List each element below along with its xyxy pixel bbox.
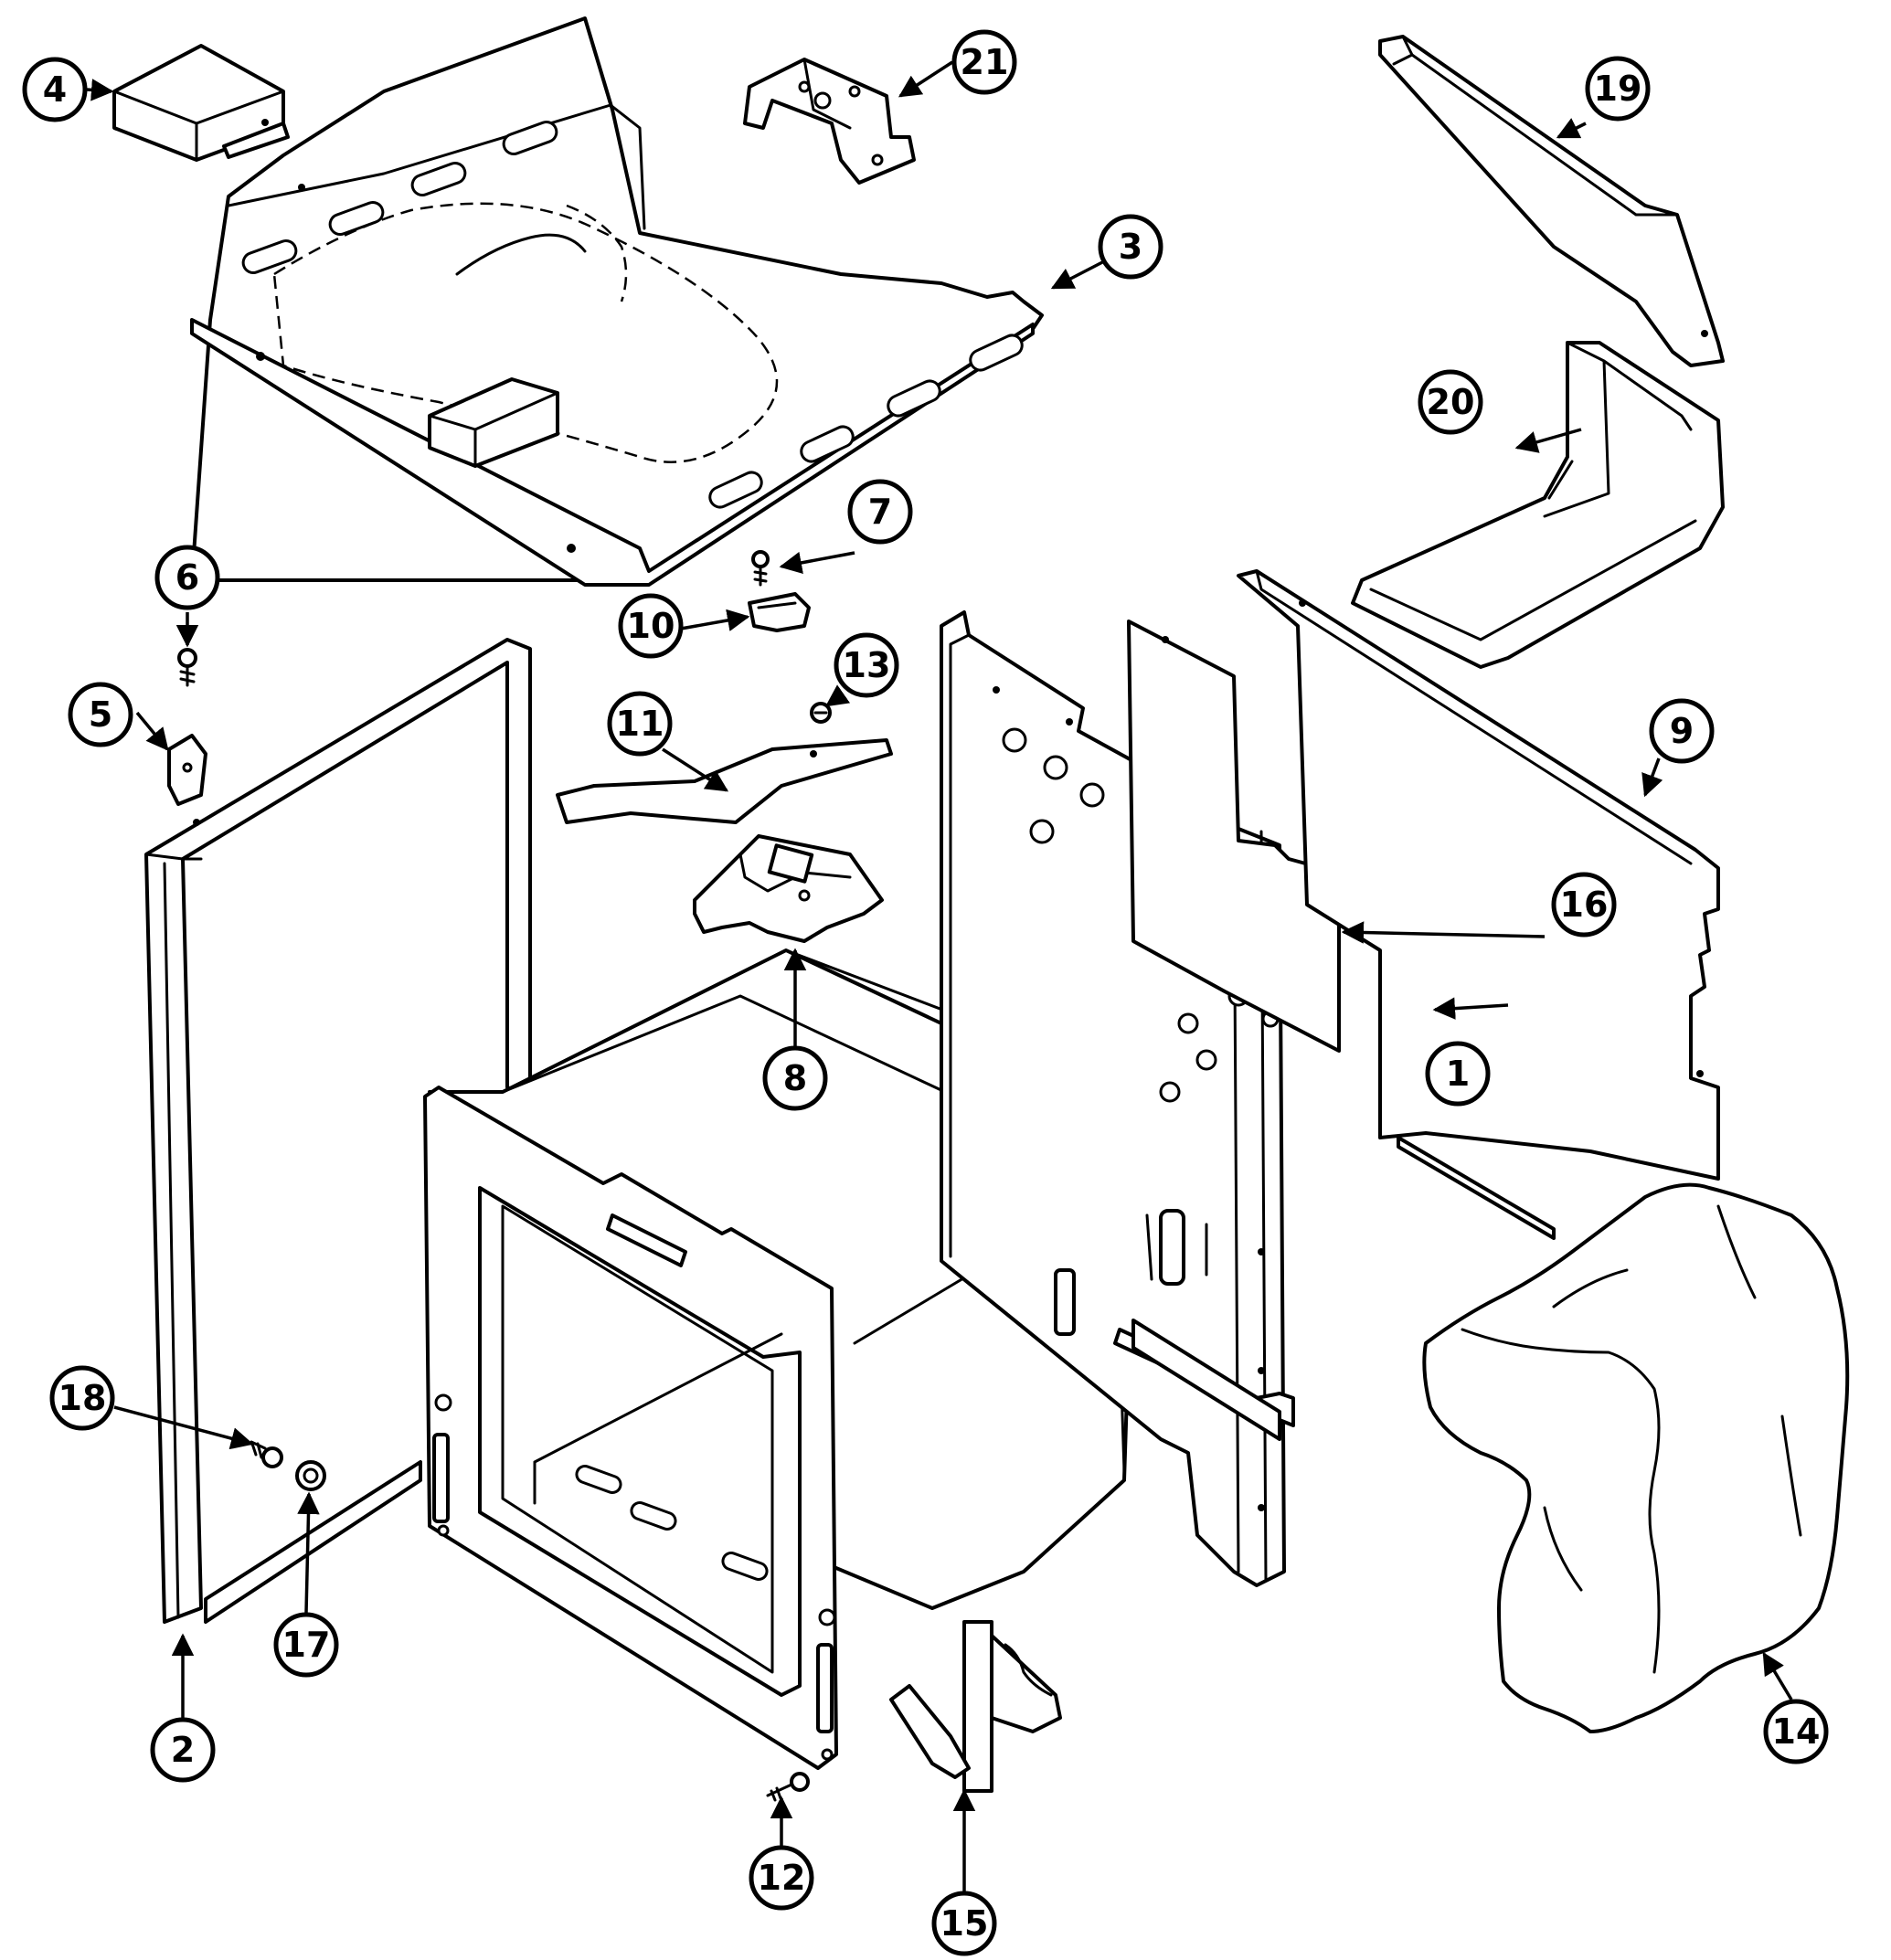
part-18-screw <box>250 1440 283 1468</box>
top-panel <box>190 16 1044 587</box>
lower-frame-rails <box>1131 1136 1556 1441</box>
callout-18: 18 <box>49 1365 115 1431</box>
part-6-screw <box>177 648 197 687</box>
svg-text:4: 4 <box>43 69 67 110</box>
part-10-latch-clip <box>748 592 811 632</box>
leader-lines <box>86 60 1793 1891</box>
svg-text:3: 3 <box>1119 227 1142 267</box>
callout-11: 11 <box>607 691 673 757</box>
callout-19: 19 <box>1585 56 1651 122</box>
svg-text:21: 21 <box>961 42 1009 82</box>
callout-12: 12 <box>749 1845 814 1911</box>
part-15-hinge <box>889 1620 1062 1793</box>
callout-3: 3 <box>1098 214 1163 280</box>
svg-text:16: 16 <box>1560 885 1609 925</box>
part-12-screw <box>766 1772 810 1802</box>
part-9-back-panel <box>1237 569 1720 1181</box>
svg-text:2: 2 <box>171 1730 195 1770</box>
svg-text:1: 1 <box>1446 1054 1470 1094</box>
part-7-screw <box>751 550 770 587</box>
svg-text:7: 7 <box>868 492 892 532</box>
svg-text:12: 12 <box>758 1858 806 1898</box>
part-4-box <box>112 44 290 162</box>
svg-text:11: 11 <box>616 704 664 744</box>
svg-text:13: 13 <box>843 645 891 685</box>
callout-2: 2 <box>150 1717 216 1783</box>
callout-6: 6 <box>154 545 220 610</box>
callout-17: 17 <box>273 1612 339 1678</box>
part-11-hinge-arm <box>556 738 893 824</box>
svg-text:10: 10 <box>627 606 675 646</box>
callout-5: 5 <box>68 682 133 747</box>
part-5-bracket <box>167 734 207 806</box>
svg-text:20: 20 <box>1427 382 1475 422</box>
callout-4: 4 <box>22 57 88 122</box>
svg-text:8: 8 <box>783 1058 807 1098</box>
svg-text:17: 17 <box>282 1625 331 1665</box>
part-21-bracket <box>743 58 916 185</box>
part-14-insulation-blanket <box>1422 1182 1850 1733</box>
callout-9: 9 <box>1649 698 1715 764</box>
callout-21: 21 <box>951 29 1017 95</box>
svg-text:18: 18 <box>58 1378 107 1418</box>
callout-20: 20 <box>1418 369 1483 435</box>
svg-text:14: 14 <box>1772 1711 1821 1752</box>
svg-text:6: 6 <box>175 557 199 598</box>
callout-10: 10 <box>618 593 684 659</box>
svg-text:19: 19 <box>1594 69 1642 109</box>
part-17-bushing <box>295 1460 326 1491</box>
part-8-door-latch <box>693 834 884 943</box>
oven-front-frame <box>423 1086 838 1770</box>
part-20-duct-base <box>1351 341 1725 669</box>
part-13-screw <box>810 702 832 724</box>
callout-16: 16 <box>1551 872 1617 938</box>
top-panel-slots <box>241 121 1024 509</box>
callout-13: 13 <box>834 632 899 698</box>
part-19-vent-duct <box>1378 35 1725 367</box>
callout-1: 1 <box>1425 1041 1491 1107</box>
part-2-front-frame <box>144 638 532 1624</box>
svg-text:15: 15 <box>940 1903 989 1944</box>
callout-15: 15 <box>931 1891 997 1956</box>
callout-14: 14 <box>1763 1699 1829 1764</box>
callout-8: 8 <box>762 1045 828 1111</box>
callout-7: 7 <box>847 479 913 545</box>
svg-text:5: 5 <box>89 694 112 735</box>
svg-text:9: 9 <box>1670 711 1694 751</box>
